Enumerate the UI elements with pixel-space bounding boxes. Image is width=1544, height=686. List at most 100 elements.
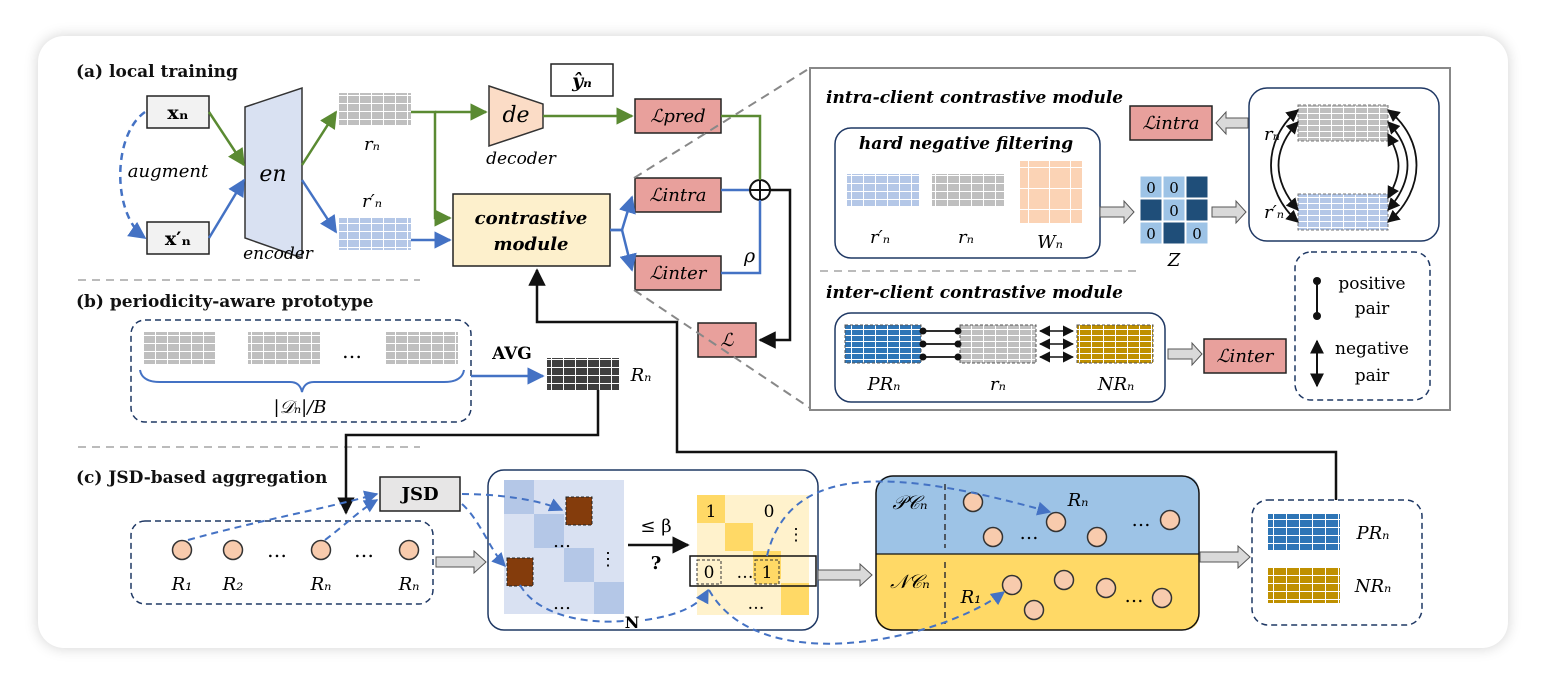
prototype-to-clients-arrow	[337, 390, 600, 515]
jsd-label: JSD	[399, 484, 438, 505]
matrix-cell	[594, 582, 624, 614]
mask-cell	[781, 583, 809, 615]
weight-matrix-label: Wₙ	[1037, 232, 1063, 253]
legend-negative-text-2: pair	[1355, 366, 1390, 386]
pairs-rnaug-embedding	[1297, 193, 1389, 231]
xaug-to-encoder-arrow	[207, 178, 246, 239]
cluster-node	[982, 526, 1004, 548]
matrix-loop-arrow	[519, 584, 631, 623]
matrix-cell	[564, 548, 594, 582]
cluster-node	[1086, 526, 1108, 548]
threshold-label: ≤ β	[640, 516, 671, 537]
link-dot	[919, 327, 927, 335]
augment-arrow	[119, 110, 147, 240]
augmented-x-box	[146, 221, 210, 255]
prototype-rn	[547, 358, 619, 390]
client-to-jsd-arrow	[187, 490, 379, 541]
cluster-node	[1001, 574, 1023, 596]
z-cell	[1139, 175, 1163, 199]
hn-rnaug-embedding	[847, 174, 919, 206]
client-node	[398, 539, 420, 561]
mask-value: 0	[764, 502, 775, 522]
hn-to-z-arrow	[1099, 199, 1135, 225]
weight-matrix	[1020, 161, 1082, 223]
section-b-title: (b) periodicity-aware prototype	[76, 292, 374, 312]
z-value: 0	[1146, 225, 1156, 243]
decoder-de-label: de	[502, 103, 529, 128]
decoder-shape	[488, 84, 544, 148]
r-n-aug-label: r′ₙ	[362, 191, 382, 212]
z-cell	[1185, 221, 1209, 245]
mask-row-dots: …	[737, 563, 754, 583]
loss-intra-label: ℒintra	[650, 185, 707, 206]
pr-prototype	[1268, 514, 1340, 550]
encoder-to-rnaug-arrow	[300, 179, 338, 234]
mask-row-zero: 0	[704, 563, 715, 583]
z-value: 0	[1146, 179, 1156, 197]
negative-cluster-nodes	[1001, 569, 1173, 621]
mask-matrix	[697, 495, 809, 615]
mask-value: 1	[706, 502, 717, 522]
z-to-pairs-arrow	[1211, 199, 1247, 225]
inter-nr-label: NRₙ	[1097, 374, 1135, 395]
legend-box	[1294, 251, 1431, 401]
encoder-to-rn-arrow	[300, 110, 338, 166]
mask-cell	[725, 523, 753, 551]
pair-arc	[1387, 132, 1400, 200]
z-value: 0	[1192, 225, 1202, 243]
zoom-line-bottom	[633, 289, 811, 409]
cluster-node	[962, 491, 984, 513]
pc-rn-label: Rₙ	[1067, 490, 1089, 511]
inter-loss-box	[1203, 338, 1287, 374]
legend-positive-dot	[1313, 312, 1321, 320]
prototype-rn-label: Rₙ	[630, 365, 652, 386]
nr-label: NRₙ	[1354, 576, 1392, 597]
hn-rn-label: rₙ	[958, 227, 974, 248]
batch-embedding	[386, 332, 458, 364]
mask-cell	[697, 495, 725, 523]
hn-rnaug-label: r′ₙ	[870, 227, 890, 248]
intra-module-title: intra-client contrastive module	[826, 88, 1123, 108]
inter-pr-label: PRₙ	[867, 374, 901, 395]
matrix-cell	[504, 480, 534, 514]
client-to-jsd-arrow	[324, 499, 379, 541]
r-n-embedding	[339, 93, 411, 125]
legend-positive-text-2: pair	[1355, 299, 1390, 319]
link-dot	[954, 340, 962, 348]
mask-vdots: ⋮	[788, 525, 805, 545]
inter-rn-embedding	[959, 324, 1037, 364]
linter-to-sum-line	[721, 200, 762, 275]
legend-negative-text: negative	[1335, 339, 1409, 359]
mask-row-one: 1	[762, 563, 773, 583]
z-cell	[1139, 221, 1163, 245]
cluster-node	[1095, 577, 1117, 599]
loss-pred-label: ℒpred	[650, 106, 705, 127]
client-node	[310, 539, 332, 561]
y-hat-box	[550, 63, 614, 97]
z-cell	[1162, 175, 1186, 199]
nc-dots: …	[1125, 585, 1144, 607]
link-dot	[919, 340, 927, 348]
loss-intra-box	[634, 177, 722, 213]
inter-loss-label: ℒinter	[1217, 346, 1275, 367]
r-n-label: rₙ	[364, 134, 380, 155]
clusters-to-prototypes-arrow	[1199, 544, 1251, 570]
mask-cell-one	[754, 559, 780, 585]
z-label: Z	[1167, 250, 1181, 271]
z-cell	[1162, 221, 1186, 245]
encoder-en-label: en	[259, 162, 286, 187]
jsd-matrix	[504, 480, 624, 614]
section-c-title: (c) JSD-based aggregation	[76, 468, 327, 488]
assign-to-nc-arrow	[708, 589, 1006, 645]
pc-dots: …	[1020, 522, 1039, 544]
pc-dots-2: …	[1132, 509, 1151, 531]
client-node	[222, 539, 244, 561]
inter-pr-embedding	[844, 324, 922, 364]
x-to-encoder-arrow	[207, 111, 246, 167]
decoder-caption: decoder	[486, 149, 557, 169]
jsd-box	[379, 476, 461, 512]
pc-label: 𝒫𝒞ₙ	[892, 492, 927, 514]
rn-to-contrastive-arrow	[411, 110, 452, 227]
encoder-shape	[244, 86, 303, 260]
